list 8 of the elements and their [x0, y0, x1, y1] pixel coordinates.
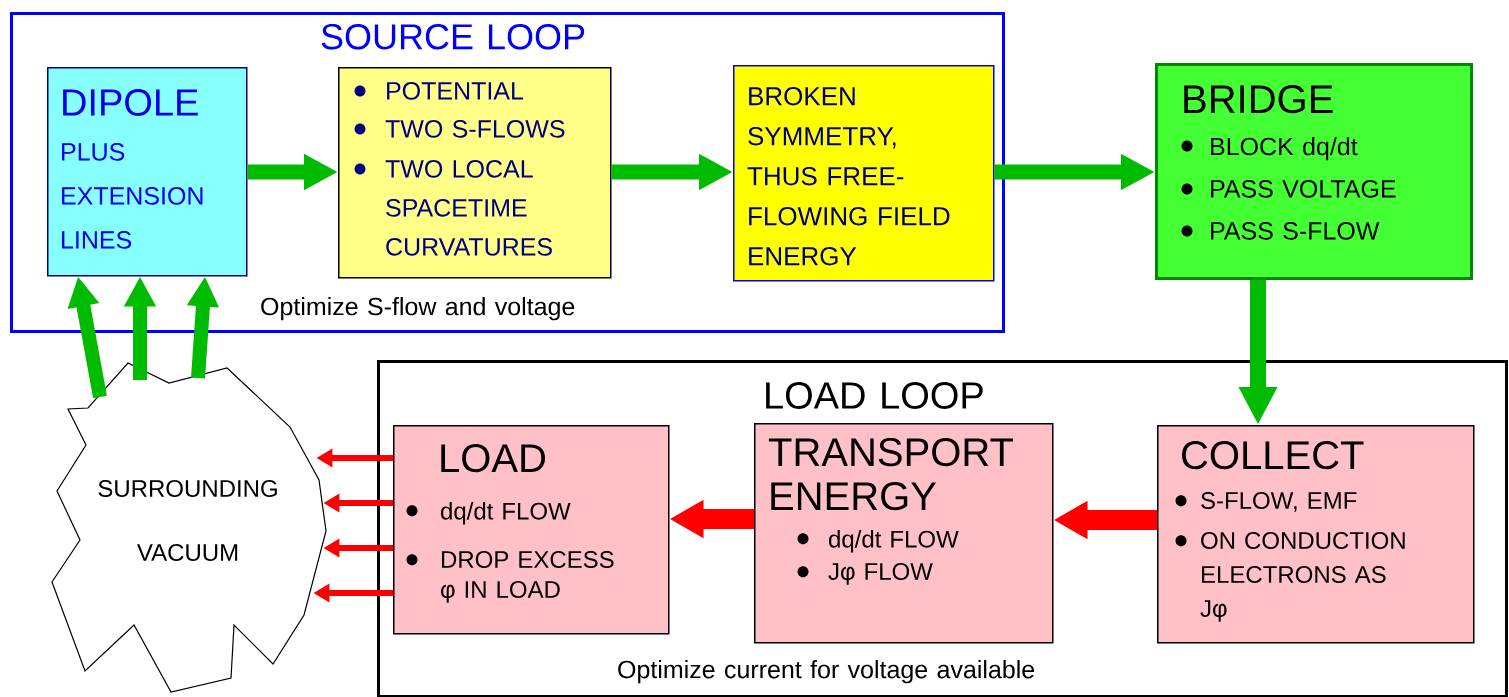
process-box: BROKEN SYMMETRY, THUS FREE-FLOWING FIELD ENERGY — [733, 65, 995, 282]
vacuum-blob: SURROUNDING VACUUM — [51, 362, 327, 693]
process-box: LOAD dq/dt FLOW DROP EXCESS φ IN LOAD — [393, 425, 670, 635]
process-box: DIPOLE PLUS EXTENSION LINES — [47, 67, 248, 277]
process-box: TRANSPORT ENERGY dq/dt FLOW Jφ FLOW — [754, 423, 1054, 644]
process-box: COLLECT S-FLOW, EMF ON CONDUCTION ELECTRONS AS Jφ — [1157, 425, 1475, 644]
process-box: POTENTIAL TWO S-FLOWS TWO LOCAL SPACETIME CURVATURES — [338, 67, 612, 279]
process-box: BRIDGE BLOCK dq/dt PASS VOLTAGE PASS S-FLOW — [1155, 63, 1473, 280]
